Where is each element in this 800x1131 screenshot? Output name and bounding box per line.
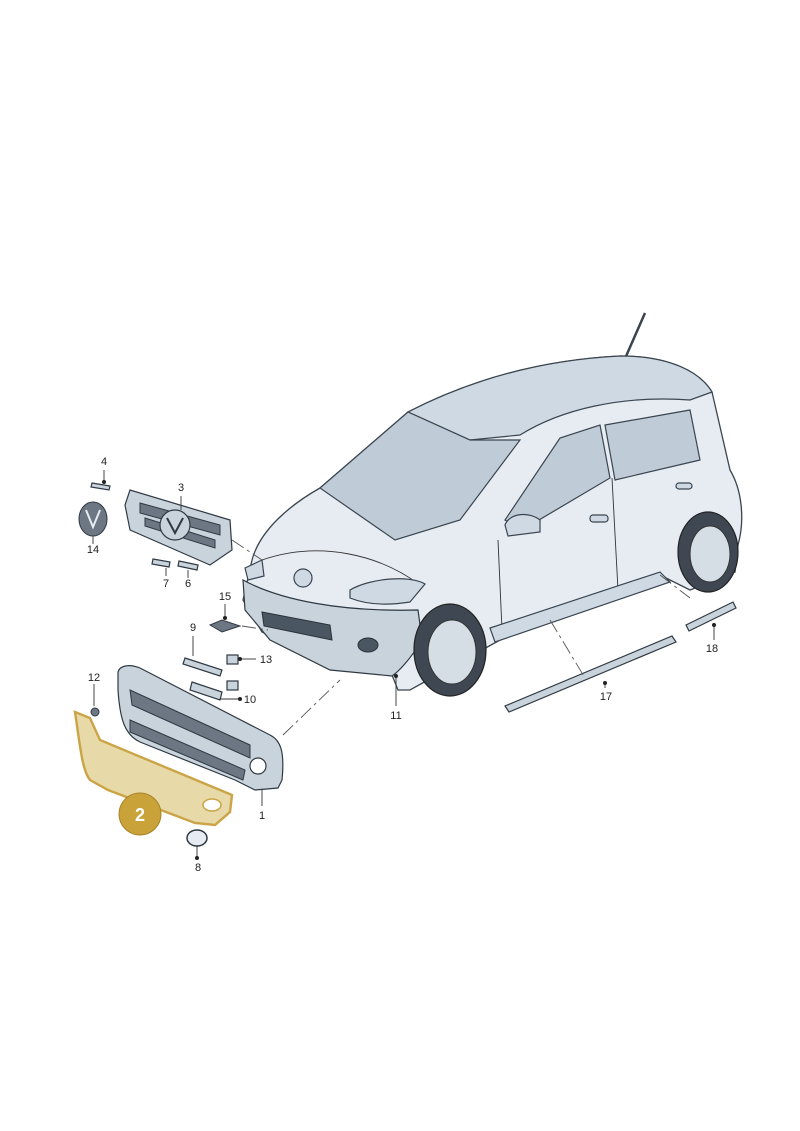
vw-emblem <box>78 501 108 537</box>
callout-14: 14 <box>87 544 99 556</box>
fasteners <box>90 619 242 717</box>
clip-7 <box>151 558 171 568</box>
clip-4 <box>90 482 111 491</box>
callout-8: 8 <box>195 862 201 874</box>
callout-3: 3 <box>178 482 184 494</box>
fog-light-cap <box>186 829 208 847</box>
callout-11: 11 <box>390 710 401 722</box>
callout-9: 9 <box>190 622 196 634</box>
callout-1: 1 <box>259 810 265 822</box>
grille-assembly <box>124 489 233 566</box>
callout-15: 15 <box>219 591 231 603</box>
clip-6 <box>177 560 199 571</box>
callout-6: 6 <box>185 578 191 590</box>
callout-18: 18 <box>706 643 718 655</box>
callout-10: 10 <box>244 694 256 706</box>
part-badge-label: 2 <box>135 805 145 825</box>
car-illustration <box>242 312 743 697</box>
callout-13: 13 <box>260 654 272 666</box>
callout-17: 17 <box>600 691 612 703</box>
callout-12: 12 <box>88 672 100 684</box>
callout-4: 4 <box>101 456 107 468</box>
highlighted-spoiler <box>73 710 234 827</box>
leader-dots <box>102 480 716 860</box>
callout-7: 7 <box>163 578 169 590</box>
assembly-lines <box>231 539 691 736</box>
part-badge: 2 <box>118 792 162 836</box>
lower-grille <box>117 665 284 791</box>
sill-trim-parts <box>504 601 737 713</box>
